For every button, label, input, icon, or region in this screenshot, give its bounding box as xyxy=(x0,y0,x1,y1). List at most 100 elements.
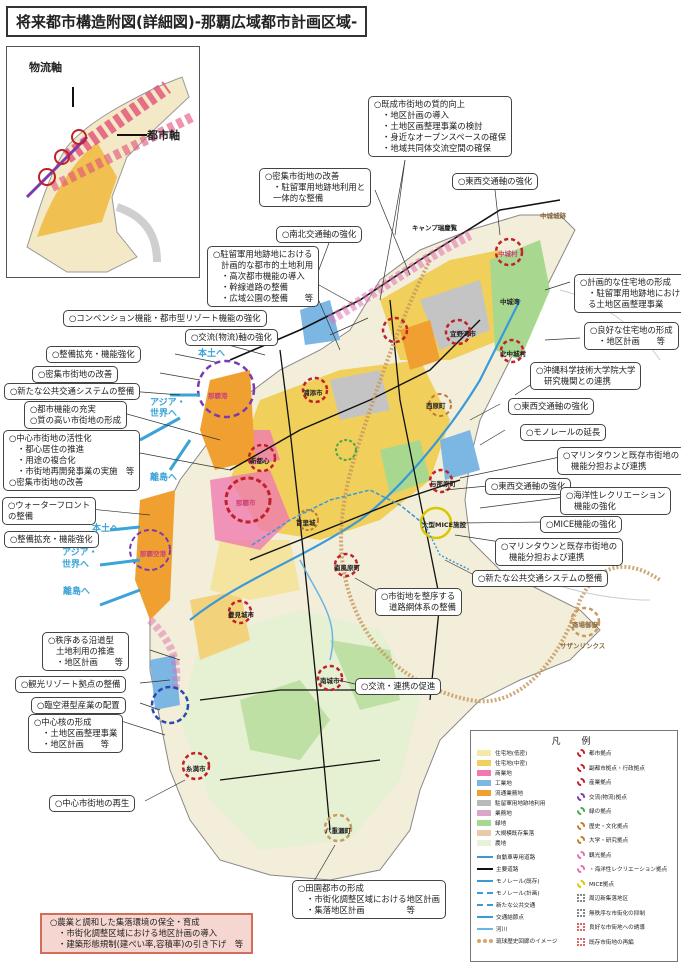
legend-line-swatch xyxy=(477,880,493,882)
legend-hub-swatch xyxy=(577,937,585,946)
legend-swatch xyxy=(477,820,491,826)
note-convention-resort: ○コンベンション機能・都市型リゾート機能の強化 xyxy=(63,310,267,327)
legend-label: 業務地 xyxy=(495,811,512,817)
legend-hub-swatch xyxy=(577,836,585,844)
legend-item: 交流(物流)拠点 xyxy=(577,792,627,801)
legend-swatch xyxy=(477,810,491,816)
legend-label: 都市拠点 xyxy=(589,751,612,757)
legend-item: 河川 xyxy=(477,925,507,933)
place-label: 中城村 xyxy=(498,250,518,258)
note-military-land-reuse: ○駐留軍用地跡地における計画的な都市的土地利用・高次都市機能の導入・幹線道路の整… xyxy=(207,246,320,307)
legend-item: 自動車専用道路 xyxy=(477,853,535,861)
note-line: ○密集市街地の改善 xyxy=(265,171,340,181)
legend-line-swatch xyxy=(477,928,493,930)
legend-label: モノレール(計画) xyxy=(496,891,540,897)
legend-label: ・海洋性レクリエーション拠点 xyxy=(589,867,668,873)
place-label: 浦添市 xyxy=(303,389,323,397)
legend-label: 河川 xyxy=(496,927,508,933)
legend-swatch xyxy=(477,800,491,806)
legend-label: モノレール(既存) xyxy=(496,879,540,885)
legend-hub-swatch xyxy=(577,923,585,931)
note-line: の整備 xyxy=(8,511,34,521)
note-east-west-axis-3: ○東西交通軸の強化 xyxy=(485,478,572,495)
callout-to-islands-2: 離島へ xyxy=(63,587,91,597)
legend-label: 駐留軍用地跡地利用 xyxy=(495,801,546,807)
note-line: ・土地区画整理事業 xyxy=(42,728,118,738)
legend-label: 琉球歴史回廊のイメージ xyxy=(496,939,558,945)
legend-item: 無秩序な市街化の抑制 xyxy=(577,908,645,917)
note-line: る土地区画整理事業 xyxy=(588,299,664,309)
place-label: 八重瀬町 xyxy=(325,827,351,835)
note-public-transit-2: ○新たな公共交通システムの整備 xyxy=(472,570,609,587)
note-line: ○観光リゾート拠点の整備 xyxy=(21,679,121,689)
inset-map-graphic xyxy=(25,76,195,273)
place-label: サザンリンクス xyxy=(560,642,606,650)
note-line: ○既成市街地の質的向上 xyxy=(374,99,466,109)
note-okinawa-institute: ○沖縄科学技術大学院大学研究機関との連携 xyxy=(530,362,642,390)
note-road-network: ○市街地を整序する道路網体系の整備 xyxy=(375,588,462,616)
legend-label: 流通業務地 xyxy=(495,791,523,797)
note-line: ○密集市街地の改善 xyxy=(9,477,84,487)
legend-label: 住宅地(中密) xyxy=(495,761,528,767)
place-label: 斎場御嶽 xyxy=(572,621,598,629)
note-line: ・集落地区計画 等 xyxy=(306,905,415,915)
note-logistics-axis: ○交流(物流)軸の強化 xyxy=(185,329,278,346)
legend-hub-swatch xyxy=(577,763,585,772)
map-legend: 凡 例 住宅地(低密)住宅地(中密)商業地工業地流通業務地駐留軍用地跡地利用業務… xyxy=(470,730,678,962)
legend-swatch xyxy=(477,760,491,766)
legend-item: 良好な市街地への誘導 xyxy=(577,923,645,931)
note-line: ○コンベンション機能・都市型リゾート機能の強化 xyxy=(69,313,261,323)
legend-label: 観光拠点 xyxy=(589,852,612,859)
legend-line-swatch xyxy=(477,939,493,943)
note-line: ○東西交通軸の強化 xyxy=(491,481,566,491)
note-urban-function: ○都市機能の充実○質の高い市街地の形成 xyxy=(24,401,128,429)
place-label: 北中城村 xyxy=(500,350,526,358)
note-line: 道路網体系の整備 xyxy=(389,602,456,612)
legend-label: 周辺新集落地区 xyxy=(589,896,629,902)
legend-item: 歴史・文化拠点 xyxy=(577,821,628,830)
legend-swatch xyxy=(477,830,491,836)
note-line: ・地区計画の導入 xyxy=(382,110,449,120)
note-line: ○マリンタウンと既存市街地の xyxy=(563,450,680,460)
legend-hub-swatch xyxy=(577,749,585,757)
note-line: ・市街地再開発事業の実施 等 xyxy=(17,466,135,476)
legend-title: 凡 例 xyxy=(551,737,597,747)
callout-to-islands-1: 離島へ xyxy=(150,473,178,483)
note-mice: ○MICE機能の強化 xyxy=(540,516,623,533)
note-east-west-axis-1: ○東西交通軸の強化 xyxy=(452,173,539,190)
note-marine-town-2: ○マリンタウンと既存市街地の機能分担および連携 xyxy=(495,538,624,566)
legend-item: MICE拠点 xyxy=(577,879,614,888)
legend-label: 無秩序な市街化の抑制 xyxy=(589,910,645,917)
page-title: 将来都市構造附図(詳細図)-那覇広域都市計画区域- xyxy=(6,6,368,37)
callout-to-mainland-2: 本土へ xyxy=(92,524,120,534)
legend-label: 副都市拠点・行政拠点 xyxy=(589,765,645,772)
legend-hub-swatch xyxy=(577,879,585,888)
legend-hub-swatch xyxy=(577,850,585,859)
place-label: キャンプ瑞慶覧 xyxy=(412,224,458,232)
place-label: 那覇港 xyxy=(208,392,228,400)
legend-label: 工業地 xyxy=(495,781,512,787)
note-north-south-axis: ○南北交通軸の強化 xyxy=(276,226,363,243)
legend-label: 農地 xyxy=(495,841,507,847)
note-line: ○海洋性レクリエーション xyxy=(566,490,666,500)
note-line: ○秩序ある沿道型 xyxy=(48,635,114,645)
callout-to-world-2: 世界へ xyxy=(62,560,90,570)
callout-to-world-1: 世界へ xyxy=(150,409,178,419)
note-planned-residential: ○計画的な住宅地の形成・駐留軍用地跡地におけるる土地区画整理事業 xyxy=(574,274,681,313)
note-line: 研究機関との連携 xyxy=(544,376,611,386)
logistics-axis-label: 物流軸 xyxy=(29,61,62,74)
legend-item: 工業地 xyxy=(477,779,512,787)
legend-item: ・海洋性レクリエーション拠点 xyxy=(577,865,667,873)
note-agriculture-settlement: ○農業と調和した集落環境の保全・育成 ・市街化調整区域における地区計画の導入 ・… xyxy=(40,913,254,954)
legend-label: 交通結節点 xyxy=(496,915,524,921)
note-line: ○臨空港型産業の配置 xyxy=(37,700,120,710)
note-line: ・駐留軍用地跡地における xyxy=(588,288,681,298)
note-line: ・地区計画 等 xyxy=(42,739,109,749)
note-marine-recreation: ○海洋性レクリエーション機能の強化 xyxy=(560,487,672,515)
note-line: ○駐留軍用地跡地における xyxy=(213,249,313,259)
note-line: ・用途の複合化 xyxy=(17,455,76,465)
legend-label: 産業拠点 xyxy=(589,780,612,786)
legend-hub-swatch xyxy=(577,821,585,830)
note-line: ○整備拡充・機能強化 xyxy=(10,534,93,544)
callout-to-asia-1: アジア・ xyxy=(150,398,186,408)
